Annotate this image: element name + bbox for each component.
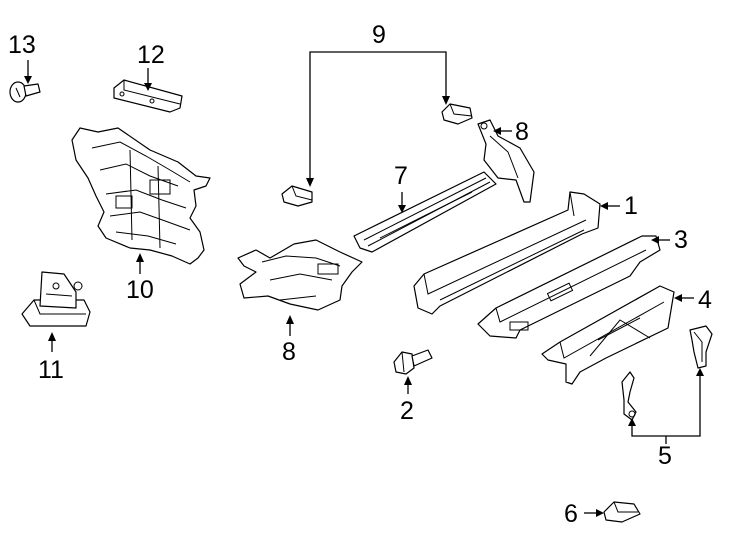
part-7-cover (353, 171, 497, 253)
part-9-clip-left (281, 185, 313, 207)
callout-8-upper: 8 (515, 118, 529, 146)
callout-11: 11 (38, 356, 64, 384)
part-12-bracket (113, 79, 183, 113)
part-6-clip (603, 501, 641, 523)
callout-7: 7 (394, 162, 408, 190)
part-2-bolt (393, 349, 433, 375)
callout-1: 1 (624, 192, 638, 220)
callout-6: 6 (564, 500, 578, 528)
callout-12: 12 (137, 41, 165, 69)
callout-5: 5 (658, 442, 672, 470)
callout-13: 13 (8, 31, 36, 59)
part-3-absorber (477, 235, 661, 339)
part-4-lower-support (541, 285, 675, 385)
part-5-bracket-right (689, 325, 713, 369)
callout-10: 10 (126, 276, 154, 304)
part-10-side-support (71, 127, 211, 265)
part-9-clip-right (441, 103, 473, 125)
callout-2: 2 (400, 397, 414, 425)
callout-8-lower: 8 (282, 338, 296, 366)
callout-3: 3 (674, 226, 688, 254)
part-8-upper-bracket (477, 119, 535, 203)
callout-9: 9 (372, 21, 386, 49)
part-13-bolt (9, 81, 41, 103)
part-11-bracket (21, 271, 91, 327)
part-8-lower-shield (237, 239, 363, 311)
part-1-impact-bar (413, 191, 601, 315)
callout-4: 4 (698, 286, 712, 314)
part-5-bracket-left (621, 371, 637, 421)
